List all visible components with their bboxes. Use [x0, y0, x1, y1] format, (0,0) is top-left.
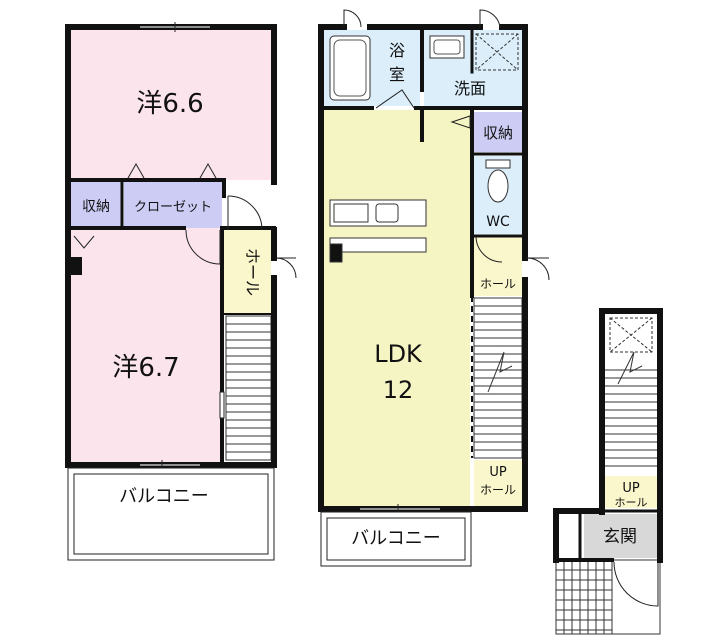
stairs-center	[473, 297, 523, 459]
storage-left-area	[71, 180, 121, 228]
stairs-entry	[605, 351, 657, 467]
western-room-6-6-area	[71, 30, 271, 180]
washbasin	[429, 35, 465, 59]
main-floor-walls	[318, 24, 528, 512]
room-label-washroom: 洗面	[454, 79, 486, 98]
main-floor-plan: 浴 室 洗面 収納 WC LDK 12 ホール UP ホール バルコニー	[318, 9, 550, 567]
entrance-door	[613, 561, 659, 607]
room-label-ldk-size: 12	[383, 376, 414, 404]
hall-right-area	[474, 236, 522, 296]
hall-right-bottom-area	[474, 460, 522, 506]
stairs-left	[225, 315, 272, 461]
kitchen-counter	[329, 199, 427, 263]
room-label-closet: クローゼット	[134, 200, 212, 215]
upper-floor-doors	[73, 22, 297, 470]
room-label-hall-right-bottom: ホール	[480, 483, 516, 497]
entrance-walls	[553, 308, 663, 563]
storage-space-entry	[609, 317, 653, 353]
ldk-area	[324, 110, 470, 506]
upper-floor-plan: 洋6.6 洋6.7 収納 クローゼット ホール バルコニー	[65, 22, 297, 561]
closet-area	[124, 180, 222, 228]
bathtub	[329, 35, 371, 101]
room-label-ldk: LDK	[374, 340, 423, 368]
room-label-up-right: UP	[489, 465, 507, 480]
washer-space	[475, 33, 519, 71]
main-floor-doors	[343, 9, 550, 514]
room-label-hall-entry: ホール	[615, 496, 648, 509]
room-label-wc: WC	[486, 214, 510, 230]
hall-entry-area	[605, 476, 657, 508]
room-label-bath-2: 室	[389, 65, 405, 84]
hall-left-area	[224, 230, 271, 314]
room-label-balcony-left: バルコニー	[119, 486, 209, 507]
room-label-balcony-center: バルコニー	[351, 528, 441, 549]
room-label-western-6-6: 洋6.6	[136, 89, 203, 119]
entrance-floor-plan: UP ホール 玄関	[553, 308, 663, 635]
balcony-left	[67, 467, 275, 561]
western-room-6-7-area	[71, 228, 221, 462]
room-label-hall-right: ホール	[480, 277, 516, 291]
upper-floor-column	[70, 257, 82, 275]
entrance-area	[584, 514, 658, 558]
room-label-storage-right: 収納	[483, 124, 513, 142]
room-label-western-6-7: 洋6.7	[112, 353, 179, 383]
room-label-hall-left: ホール	[243, 248, 262, 296]
toilet	[485, 159, 511, 203]
room-label-storage-left: 収納	[82, 199, 110, 215]
room-label-bath-1: 浴	[389, 41, 405, 60]
storage-right-area	[474, 112, 522, 152]
balcony-center	[320, 511, 472, 567]
room-label-entrance: 玄関	[603, 527, 637, 547]
room-label-up-entry: UP	[622, 481, 640, 496]
